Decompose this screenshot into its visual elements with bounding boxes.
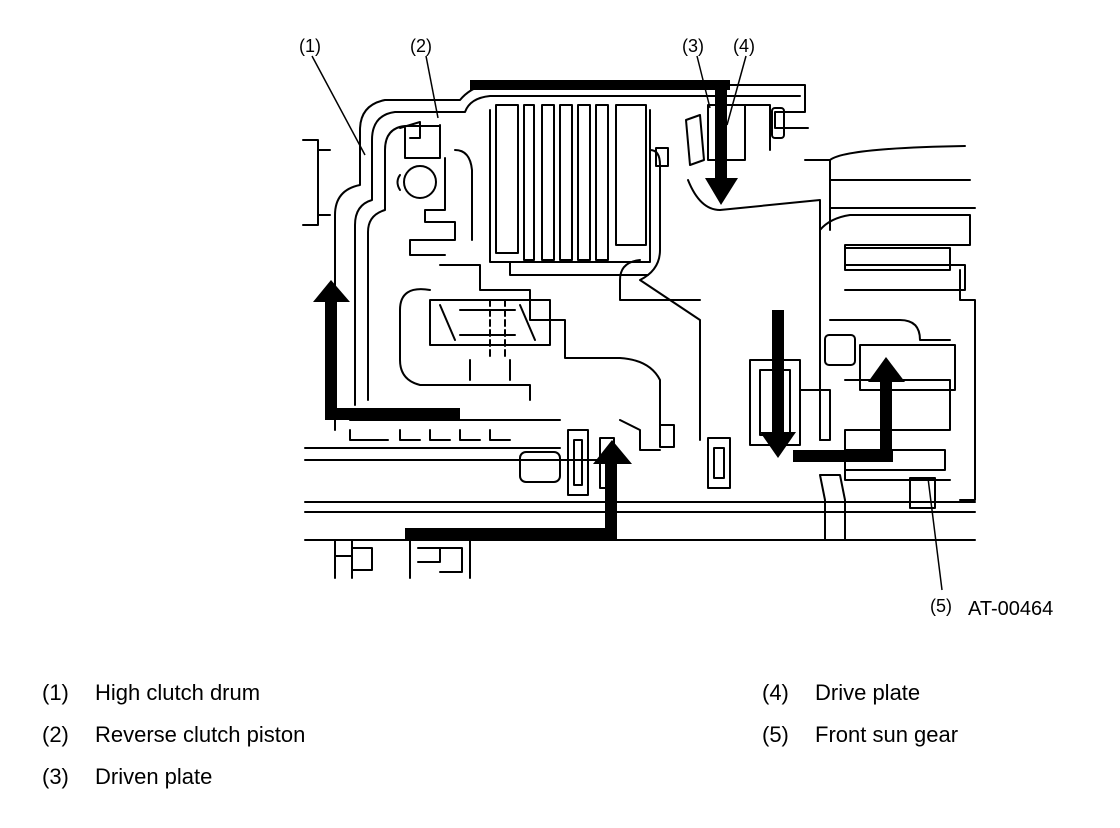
legend-number: (4) — [762, 680, 789, 705]
right-gear-housing — [819, 214, 971, 291]
left-housing — [302, 139, 331, 226]
legend-number: (3) — [42, 764, 69, 789]
legend-label: Front sun gear — [815, 722, 959, 747]
flow-arrow-bottom — [405, 528, 617, 540]
seal-ring-right — [707, 437, 731, 489]
clutch-cross-section-diagram — [302, 55, 976, 591]
legend-label: Drive plate — [815, 680, 921, 705]
legend-label: High clutch drum — [95, 680, 261, 705]
clutch-plate-pack — [489, 104, 651, 276]
leader-5 — [927, 477, 943, 591]
flow-arrow-up-left — [313, 280, 350, 302]
lower-spline-left — [334, 539, 373, 579]
callout-5: (5) — [930, 596, 952, 616]
seal-ring-left — [519, 451, 561, 483]
legend-number: (1) — [42, 680, 69, 705]
flow-arrow-top — [470, 80, 730, 90]
legend-label: Driven plate — [95, 764, 213, 789]
lower-spline-mid — [409, 539, 471, 579]
callout-3: (3) — [682, 36, 704, 56]
callout-4: (4) — [733, 36, 755, 56]
figure-code: AT-00464 — [968, 598, 1054, 620]
reverse-clutch-piston — [399, 121, 441, 159]
leader-4 — [726, 55, 747, 126]
high-clutch-drum — [354, 95, 801, 406]
callout-2: (2) — [410, 36, 432, 56]
return-spring — [459, 309, 516, 336]
snap-ring — [685, 114, 705, 166]
flow-arrow-up-bottom — [593, 440, 632, 464]
callout-1: (1) — [299, 36, 321, 56]
leader-2 — [425, 55, 439, 119]
leader-1 — [311, 55, 366, 156]
legend-label: Reverse clutch piston — [95, 722, 306, 747]
flow-arrow-down-4 — [705, 178, 738, 205]
flow-arrow-up-right — [868, 357, 905, 382]
legend-number: (5) — [762, 722, 789, 747]
check-ball — [403, 165, 437, 199]
legend-number: (2) — [42, 722, 69, 747]
flow-arrow-down-right — [760, 432, 796, 458]
